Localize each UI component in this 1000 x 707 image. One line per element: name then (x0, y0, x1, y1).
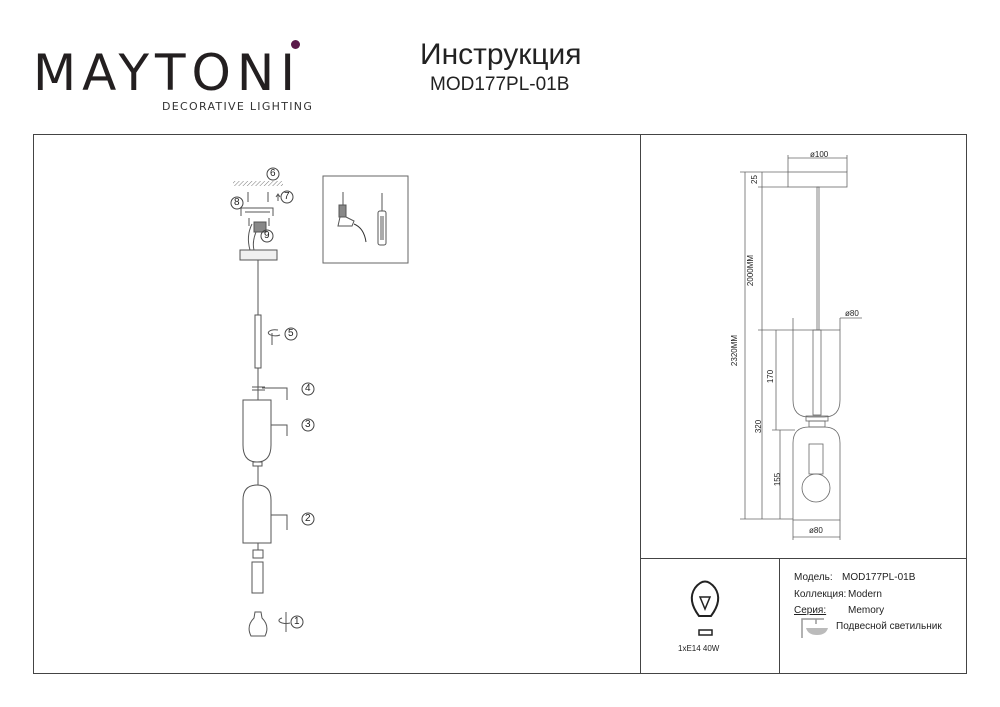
lamp-type: Подвесной светильник (836, 621, 942, 632)
step-1-label: 1 (294, 616, 300, 627)
screwdriver-icon (377, 193, 387, 246)
screws-icon (247, 192, 281, 202)
step-9-label: 9 (264, 230, 270, 241)
brand-logo: MAYTONI (33, 44, 302, 102)
series-value: Memory (848, 605, 885, 616)
terminal-block-icon (247, 218, 270, 251)
mounting-bracket (240, 207, 274, 216)
bulb-spec: 1xE14 40W (678, 644, 720, 653)
ceiling (233, 181, 283, 186)
step-5-label: 5 (288, 328, 294, 339)
series-label: Серия: (794, 605, 827, 616)
collection-label: Коллекция: (794, 589, 847, 600)
socket (251, 561, 264, 594)
canopy-diameter: ø100 (810, 150, 829, 159)
divider (640, 558, 966, 559)
model-label: Модель: (794, 572, 833, 583)
step-2-label: 2 (305, 513, 311, 524)
lower-shade (792, 426, 841, 521)
lower-shade (242, 484, 272, 544)
pendant-lamp-icon (801, 618, 828, 638)
upper-shade (792, 329, 841, 418)
upper-shade-diameter: ø80 (845, 309, 859, 318)
step-7-label: 7 (284, 191, 290, 202)
collection-value: Modern (848, 589, 882, 600)
bulb-icon (248, 611, 268, 637)
bulb-icon (690, 580, 720, 636)
divider (779, 558, 780, 673)
logo-accent-dot (291, 40, 300, 49)
bulb (801, 473, 831, 503)
step-4-label: 4 (305, 383, 311, 394)
divider (640, 134, 641, 673)
model-number: MOD177PL-01B (430, 74, 570, 95)
rotate-icon (267, 329, 281, 337)
drill-icon (337, 192, 367, 243)
model-value: MOD177PL-01B (842, 572, 916, 583)
step-3-label: 3 (305, 419, 311, 430)
brand-tagline: DECORATIVE LIGHTING (162, 100, 314, 113)
arrow-down-icon (262, 387, 288, 400)
step-markers (230, 167, 315, 629)
page-title: Инструкция (420, 38, 582, 71)
step-6-label: 6 (270, 168, 276, 179)
tools-box (322, 175, 409, 264)
sheet-frame (33, 134, 967, 674)
lower-shade-diameter: ø80 (809, 526, 823, 535)
step-8-label: 8 (234, 197, 240, 208)
